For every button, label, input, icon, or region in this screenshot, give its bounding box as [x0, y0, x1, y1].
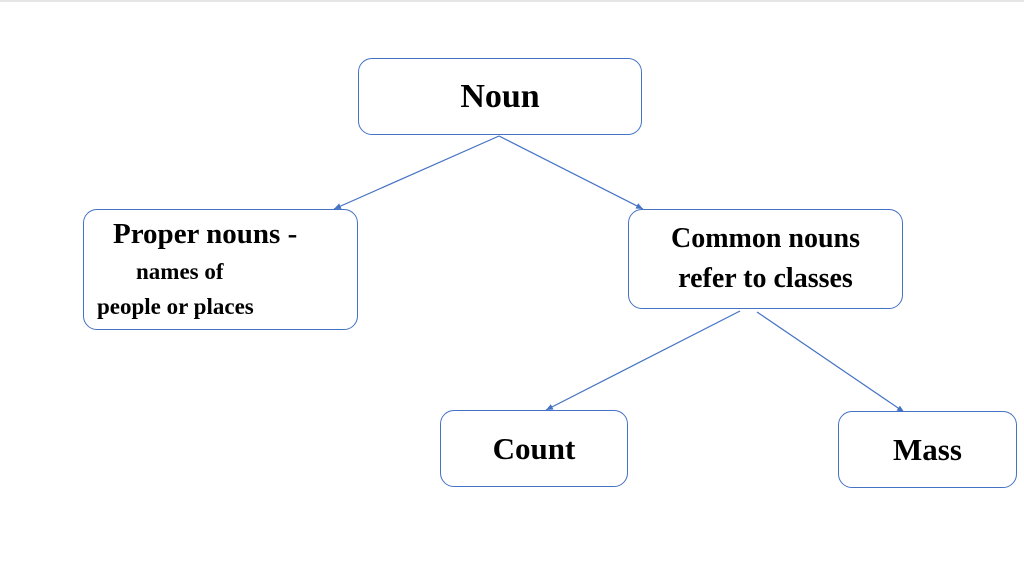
- node-mass-label: Mass: [893, 431, 962, 467]
- node-proper-line-1: Proper nouns -: [113, 218, 298, 250]
- node-common-nouns: Common nouns refer to classes: [628, 209, 903, 309]
- node-count-label: Count: [492, 430, 576, 466]
- node-proper-line-3: people or places: [97, 294, 254, 319]
- edge-common-to-count: [545, 310, 741, 411]
- node-common-line-1: Common nouns: [670, 223, 861, 254]
- node-noun: Noun: [358, 58, 642, 135]
- top-divider: [0, 0, 1024, 2]
- node-count: Count: [440, 410, 628, 487]
- node-common-line-2: refer to classes: [678, 263, 853, 294]
- node-proper-line-2: names of: [136, 259, 224, 284]
- edge-common-to-mass: [756, 311, 905, 413]
- edge-noun-to-common: [498, 135, 644, 210]
- edge-noun-to-proper: [333, 135, 500, 210]
- node-mass: Mass: [838, 411, 1017, 488]
- node-noun-label: Noun: [460, 77, 540, 115]
- node-proper-nouns: Proper nouns - names of people or places: [83, 209, 358, 330]
